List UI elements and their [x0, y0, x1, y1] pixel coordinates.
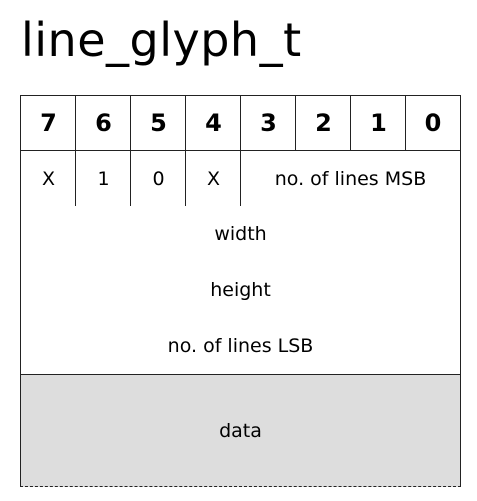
bit-2-header: 2 [295, 95, 351, 151]
lines-msb-field: no. of lines MSB [240, 151, 461, 207]
bit-6-value: 1 [75, 151, 131, 207]
width-field: width [20, 206, 461, 263]
bit-6-header: 6 [75, 95, 131, 151]
struct-title: line_glyph_t [21, 13, 302, 67]
bit-0-header: 0 [405, 95, 461, 151]
bit-7-header: 7 [20, 95, 76, 151]
height-field: height [20, 262, 461, 319]
bit-4-header: 4 [185, 95, 241, 151]
struct-diagram: 7 6 5 4 3 2 1 0 X 1 0 X no. of lines MSB… [20, 95, 461, 487]
bit-5-header: 5 [130, 95, 186, 151]
bit-4-value: X [185, 151, 241, 207]
data-field: data [20, 374, 461, 487]
bit-7-value: X [20, 151, 76, 207]
bit-3-header: 3 [240, 95, 296, 151]
bit-1-header: 1 [350, 95, 406, 151]
lines-lsb-field: no. of lines LSB [20, 318, 461, 375]
bit-5-value: 0 [130, 151, 186, 207]
